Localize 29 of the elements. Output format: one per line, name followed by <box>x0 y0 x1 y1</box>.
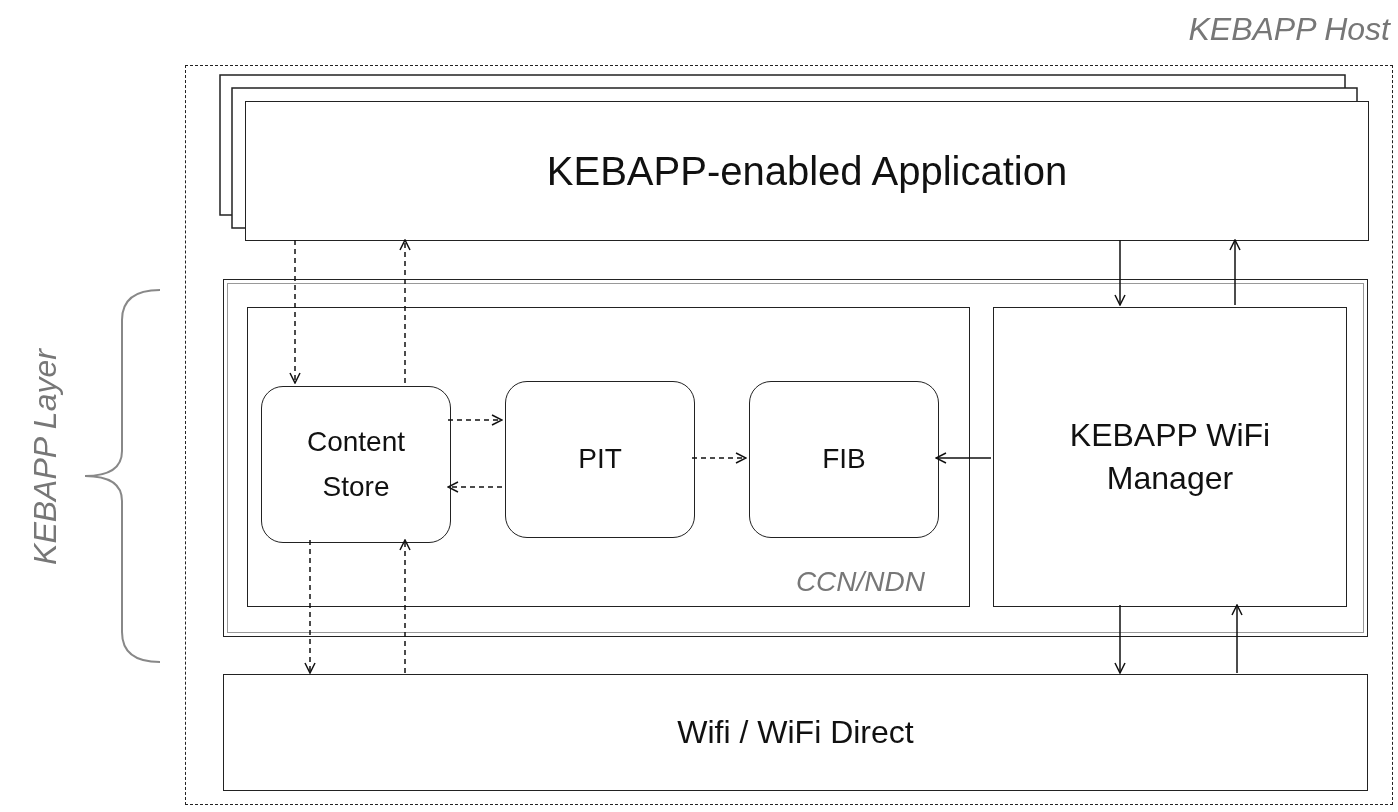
arrow <box>1231 604 1243 674</box>
box-label: PIT <box>577 442 623 477</box>
process-box <box>223 674 1368 791</box>
box-label: KEBAPP WiFi Manager <box>1068 415 1272 498</box>
arrow <box>691 452 747 464</box>
arrow <box>289 239 301 384</box>
application-box <box>245 101 1369 241</box>
arrow <box>304 539 316 674</box>
arrow <box>935 452 992 464</box>
box-label: FIB <box>821 442 867 477</box>
arrow <box>447 481 503 493</box>
box-label: Content Store <box>305 424 407 504</box>
rounded-box <box>261 386 451 543</box>
box-label: Wifi / WiFi Direct <box>676 712 915 752</box>
rounded-box <box>505 381 695 538</box>
box-label: KEBAPP-enabled Application <box>546 148 1068 194</box>
side-label: KEBAPP Layer <box>26 347 64 567</box>
arrow <box>1114 239 1126 306</box>
process-box <box>993 307 1347 607</box>
arrow <box>1114 604 1126 674</box>
arrow <box>399 239 411 384</box>
rounded-box <box>749 381 939 538</box>
group-label: CCN/NDN <box>795 566 925 598</box>
arrow <box>447 414 503 426</box>
container-label: KEBAPP Host <box>1188 11 1390 48</box>
arrow <box>399 539 411 674</box>
group-box <box>247 307 970 607</box>
arrow <box>1229 239 1241 306</box>
box-shape <box>223 279 1368 637</box>
